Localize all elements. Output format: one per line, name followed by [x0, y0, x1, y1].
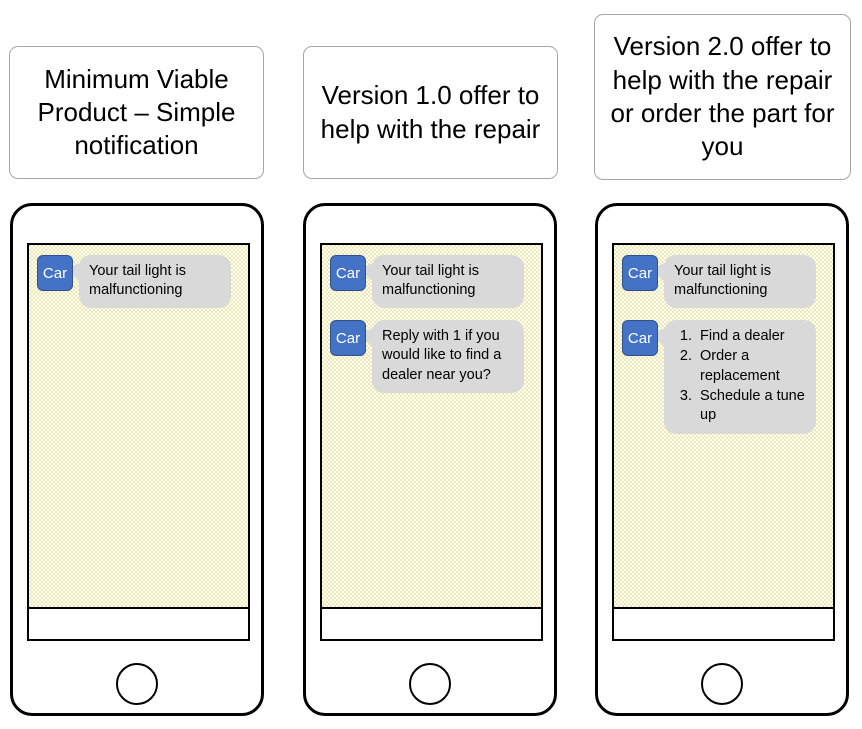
list-item[interactable]: Find a dealer	[696, 327, 807, 346]
phone-mockup-mvp: Car Your tail light is malfunctioning	[10, 203, 264, 716]
phone-mockup-version-2: Car Your tail light is malfunctioning Ca…	[595, 203, 849, 716]
home-button[interactable]	[116, 663, 158, 705]
avatar-car: Car	[622, 255, 658, 291]
chat-message: Car Your tail light is malfunctioning	[322, 255, 541, 309]
chat-bubble-wrap: Your tail light is malfunctioning	[66, 255, 231, 309]
chat-bubble: Reply with 1 if you would like to find a…	[372, 320, 524, 393]
chat-message: Car Find a dealer Order a replacement Sc…	[614, 320, 833, 434]
panel-caption-minimum-viable-product: Minimum Viable Product – Simple notifica…	[9, 46, 264, 179]
list-item[interactable]: Schedule a tune up	[696, 387, 807, 425]
chat-message: Car Reply with 1 if you would like to fi…	[322, 320, 541, 393]
chat-bubble-wrap: Reply with 1 if you would like to find a…	[359, 320, 524, 393]
avatar-car: Car	[622, 320, 658, 357]
caption-text: Version 1.0 offer to help with the repai…	[320, 80, 541, 144]
chat-message: Car Your tail light is malfunctioning	[29, 255, 248, 309]
message-input-bar[interactable]	[29, 609, 248, 639]
caption-text: Minimum Viable Product – Simple notifica…	[37, 63, 236, 161]
chat-bubble: Your tail light is malfunctioning	[372, 255, 524, 309]
chat-bubble-text: Your tail light is malfunctioning	[382, 263, 479, 299]
chat-message: Car Your tail light is malfunctioning	[614, 255, 833, 309]
avatar-car: Car	[330, 255, 366, 291]
home-button[interactable]	[409, 663, 451, 705]
message-input-bar[interactable]	[614, 609, 833, 639]
chat-bubble-option-list: Find a dealer Order a replacement Schedu…	[674, 327, 807, 425]
home-button[interactable]	[701, 663, 743, 705]
caption-text: Version 2.0 offer to help with the repai…	[610, 31, 835, 162]
avatar-car: Car	[330, 320, 366, 357]
phone-screen: Car Your tail light is malfunctioning	[27, 243, 250, 641]
avatar-car: Car	[37, 255, 73, 291]
panel-caption-version-2: Version 2.0 offer to help with the repai…	[594, 14, 851, 180]
chat-bubble: Your tail light is malfunctioning	[79, 255, 231, 309]
chat-bubble-text: Reply with 1 if you would like to find a…	[382, 328, 502, 383]
chat-conversation-area: Car Your tail light is malfunctioning Ca…	[614, 245, 833, 609]
phone-screen: Car Your tail light is malfunctioning Ca…	[320, 243, 543, 641]
phone-mockup-version-1: Car Your tail light is malfunctioning Ca…	[303, 203, 557, 716]
phone-screen: Car Your tail light is malfunctioning Ca…	[612, 243, 835, 641]
message-input-bar[interactable]	[322, 609, 541, 639]
panel-caption-version-1: Version 1.0 offer to help with the repai…	[303, 46, 558, 179]
chat-bubble: Your tail light is malfunctioning	[664, 255, 816, 309]
chat-bubble-text: Your tail light is malfunctioning	[89, 263, 186, 299]
chat-bubble-wrap: Find a dealer Order a replacement Schedu…	[651, 320, 816, 434]
list-item[interactable]: Order a replacement	[696, 347, 807, 385]
chat-bubble: Find a dealer Order a replacement Schedu…	[664, 320, 816, 434]
chat-bubble-text: Your tail light is malfunctioning	[674, 263, 771, 299]
chat-bubble-wrap: Your tail light is malfunctioning	[359, 255, 524, 309]
chat-conversation-area: Car Your tail light is malfunctioning	[29, 245, 248, 609]
chat-bubble-wrap: Your tail light is malfunctioning	[651, 255, 816, 309]
chat-conversation-area: Car Your tail light is malfunctioning Ca…	[322, 245, 541, 609]
